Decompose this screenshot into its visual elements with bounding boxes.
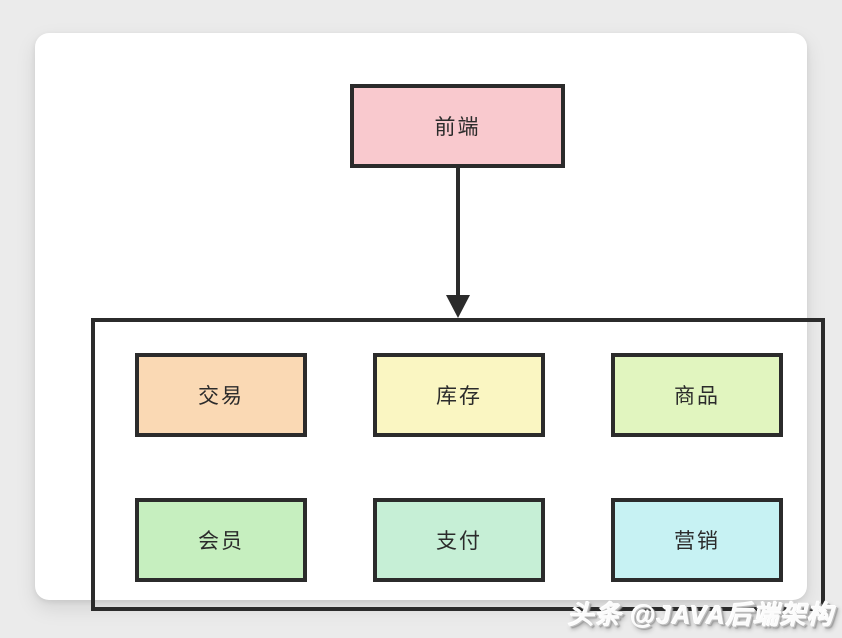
frontend-node: 前端: [350, 84, 565, 168]
frontend-node-label: 前端: [434, 116, 481, 139]
service-box-inventory: 库存: [373, 353, 545, 437]
service-label-product: 商品: [674, 385, 720, 408]
service-box-transaction: 交易: [135, 353, 307, 437]
service-label-member: 会员: [198, 530, 244, 553]
service-box-member: 会员: [135, 498, 307, 582]
service-box-payment: 支付: [373, 498, 545, 582]
frontend-to-services-arrow-head: [446, 295, 470, 318]
watermark-text: 头条 @JAVA后端架构: [567, 600, 834, 630]
service-box-product: 商品: [611, 353, 783, 437]
diagram-card: 前端 交易 库存 商品 会员 支付 营销: [35, 33, 825, 611]
service-box-marketing: 营销: [611, 498, 783, 582]
service-label-transaction: 交易: [198, 385, 244, 408]
frontend-to-services-arrow-line: [456, 168, 460, 300]
service-label-payment: 支付: [436, 530, 482, 553]
service-label-marketing: 营销: [674, 530, 720, 553]
services-container: [91, 318, 825, 611]
service-label-inventory: 库存: [436, 385, 482, 408]
